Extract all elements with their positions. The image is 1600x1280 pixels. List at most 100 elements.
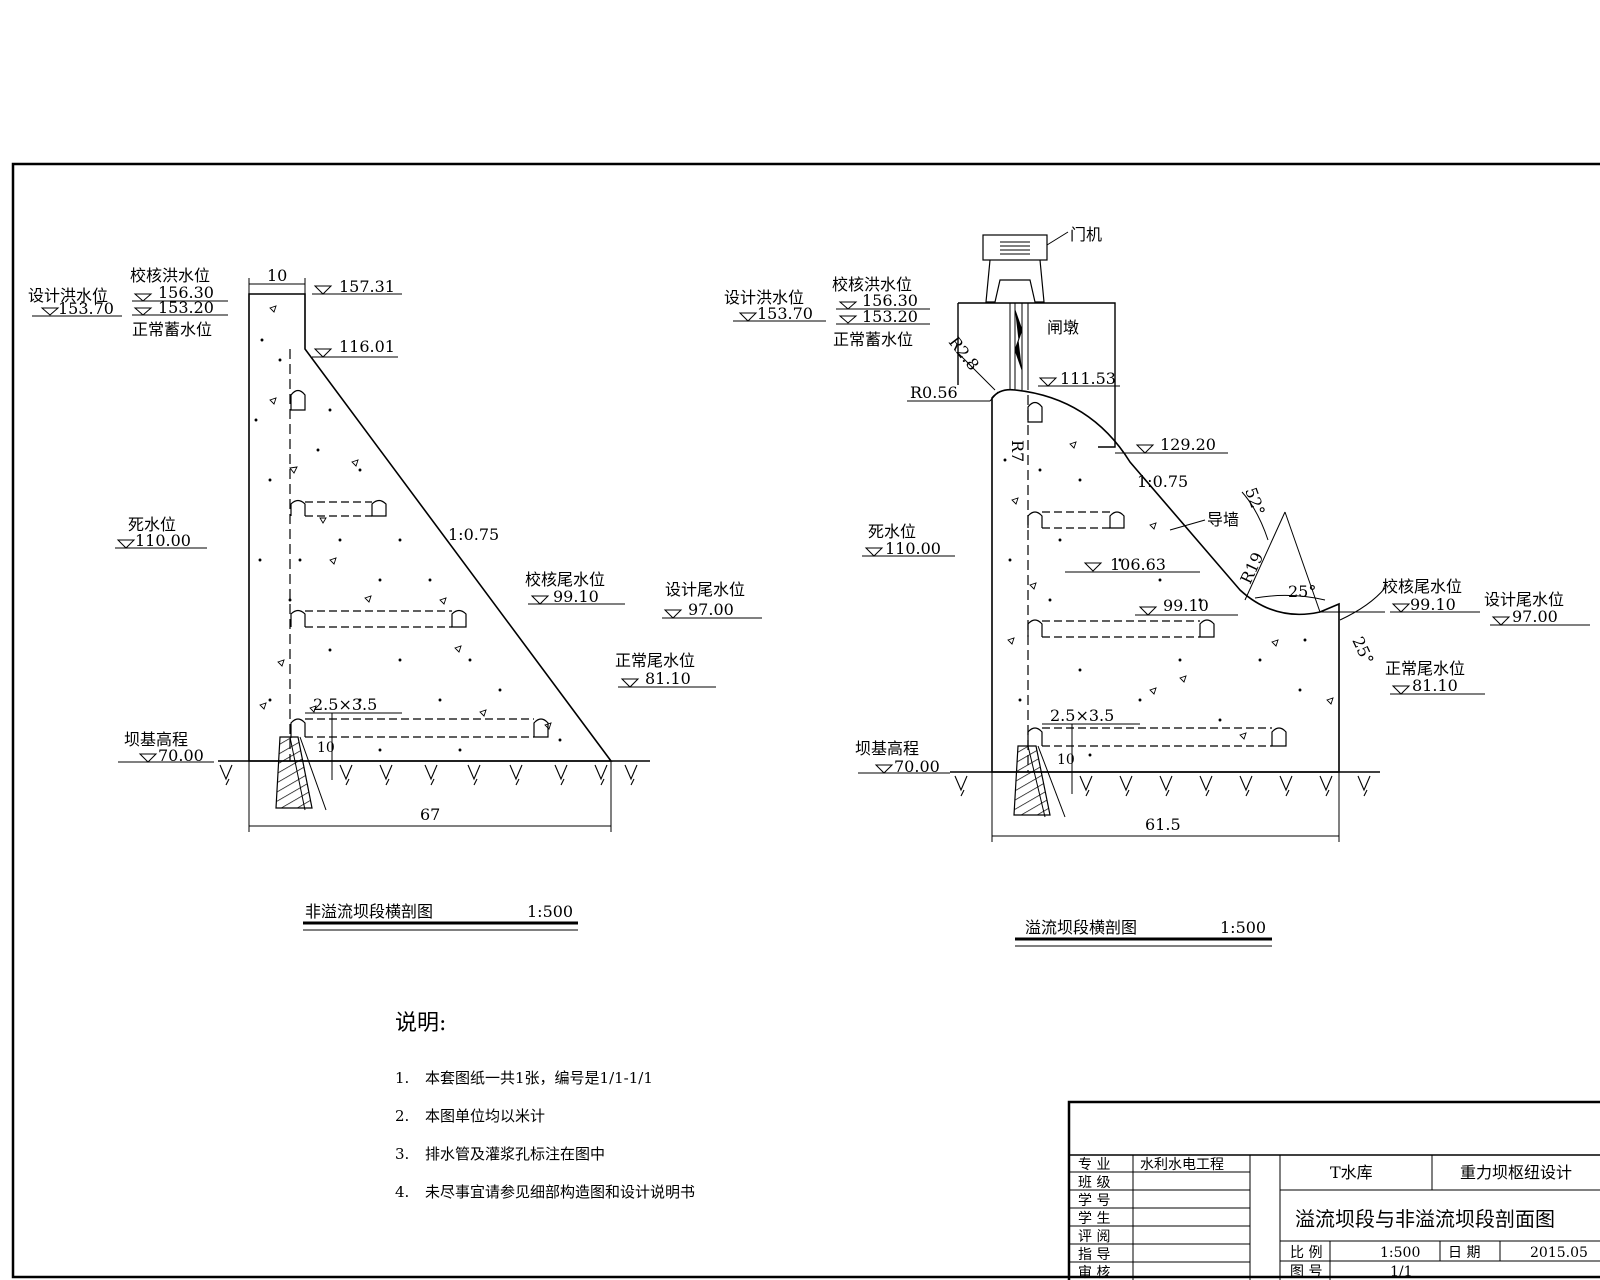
- tb-scale-value: 1:500: [1380, 1245, 1420, 1261]
- o-design-tail-elev: 97.00: [1512, 607, 1558, 626]
- overflow-galleries: [1027, 401, 1287, 747]
- title-block-text: 专 业 班 级 学 号 学 生 评 阅 指 导 审 核 水利水电工程 T水库 重…: [1078, 1157, 1588, 1280]
- check-tail-label: 校核尾水位: [525, 570, 605, 589]
- o-check-tail-elev: 99.10: [1410, 595, 1456, 614]
- gallery-dim: 10: [317, 740, 335, 756]
- gallery-size: 2.5×3.5: [313, 695, 377, 714]
- o-gallery-dim: 10: [1057, 752, 1075, 768]
- o-section-title: 溢流坝段横剖图: [1025, 918, 1137, 937]
- tb-sheet-label: 图 号: [1290, 1264, 1322, 1280]
- note-item: 4. 未尽事宜请参见细部构造图和设计说明书: [395, 1173, 955, 1211]
- o-dead-level-elev: 110.00: [885, 539, 941, 558]
- note-text: 排水管及灌浆孔标注在图中: [425, 1145, 606, 1163]
- non-overflow-section: 10 157.31 116.01 校核洪水位 156.30 153.20 正常蓄…: [28, 266, 762, 931]
- notes-title: 说明:: [395, 1011, 447, 1036]
- note-text: 本套图纸一共1张，编号是1/1-1/1: [425, 1069, 653, 1087]
- overflow-section: 门机 闸墩 R2.8 R0.56 R7 52° R19 25° 25°: [724, 225, 1590, 947]
- o-base-label: 坝基高程: [855, 739, 919, 758]
- slope-ratio: 1:0.75: [448, 525, 499, 544]
- note-num: 3.: [395, 1145, 410, 1163]
- normal-tail-elev: 81.10: [645, 669, 691, 688]
- o-gallery-size: 2.5×3.5: [1050, 706, 1114, 725]
- r-bucket: R19: [1236, 549, 1267, 586]
- o-design-tail-label: 设计尾水位: [1484, 590, 1564, 609]
- overflow-grout-curtain: [1013, 745, 1051, 816]
- angle-25b: 25°: [1348, 634, 1377, 668]
- tb-label-class: 班 级: [1078, 1175, 1110, 1191]
- note-text: 未尽事宜请参见细部构造图和设计说明书: [425, 1183, 696, 1201]
- o-normal-pool-label: 正常蓄水位: [833, 330, 913, 349]
- overflow-slope: 1:0.75: [1137, 472, 1188, 491]
- gantry-crane: [982, 234, 1048, 261]
- overflow-dam-body: [991, 388, 1340, 773]
- tb-label-advisor: 指 导: [1078, 1247, 1110, 1263]
- check-flood-elev: 156.30: [158, 283, 214, 302]
- concrete-texture-right: [1003, 441, 1334, 757]
- tb-label-approve: 审 核: [1078, 1265, 1110, 1280]
- dead-level-elev: 110.00: [135, 531, 191, 550]
- slope-start-elev-text: 116.01: [339, 337, 395, 356]
- r-upper: R2.8: [945, 333, 983, 374]
- tb-design-title: 重力坝枢纽设计: [1460, 1163, 1572, 1182]
- ground-symbols: [219, 764, 638, 786]
- base-label: 坝基高程: [124, 730, 188, 749]
- angle-25a: 25°: [1288, 582, 1316, 601]
- r-crest: R7: [1008, 440, 1027, 462]
- elev-mid: 106.63: [1110, 555, 1166, 574]
- r-small: R0.56: [910, 383, 958, 402]
- crest-width-text: 10: [267, 266, 287, 285]
- dead-level-label: 死水位: [128, 515, 176, 534]
- design-flood-elev: 153.70: [58, 299, 114, 318]
- o-design-flood-label: 设计洪水位: [724, 288, 804, 307]
- note-num: 1.: [395, 1069, 410, 1087]
- o-check-tail-label: 校核尾水位: [1382, 577, 1462, 596]
- section-scale: 1:500: [527, 902, 573, 921]
- slope-start-marker: [313, 348, 333, 358]
- tb-label-student: 学 生: [1078, 1211, 1110, 1227]
- pier-label: 闸墩: [1047, 318, 1079, 337]
- crest-width-dim: [248, 278, 306, 294]
- overflow-ground-symbols: [954, 775, 1371, 797]
- section-title: 非溢流坝段横剖图: [305, 902, 433, 921]
- base-elev: 70.00: [158, 746, 204, 765]
- tb-label-review: 评 阅: [1078, 1229, 1110, 1245]
- o-normal-tail-label: 正常尾水位: [1385, 659, 1465, 678]
- gantry-label: 门机: [1070, 225, 1102, 244]
- guide-wall-label: 导墙: [1207, 510, 1239, 529]
- tb-drawing-title: 溢流坝段与非溢流坝段剖面图: [1295, 1207, 1555, 1231]
- tb-major: 水利水电工程: [1140, 1157, 1224, 1173]
- o-base-elev: 70.00: [894, 757, 940, 776]
- note-item: 3. 排水管及灌浆孔标注在图中: [395, 1135, 955, 1173]
- non-overflow-dam-body: [248, 293, 613, 762]
- normal-tail-label: 正常尾水位: [615, 651, 695, 670]
- design-notes: 说明: 1.本套图纸一共1张，编号是1/1-1/1 2.本图单位均以米计 3.排…: [395, 1005, 955, 1211]
- note-num: 4.: [395, 1183, 410, 1201]
- crest-elev-text: 157.31: [339, 277, 395, 296]
- tb-label-major: 专 业: [1078, 1157, 1110, 1173]
- o-normal-pool-elev: 153.20: [862, 307, 918, 326]
- tb-date-label: 日 期: [1448, 1245, 1480, 1261]
- tb-project: T水库: [1330, 1163, 1373, 1182]
- concrete-texture: [254, 305, 562, 752]
- pier: [958, 302, 1116, 448]
- angle-52: 52°: [1241, 485, 1269, 518]
- title-block: [1067, 1100, 1600, 1280]
- galleries: [290, 389, 549, 738]
- design-tail-label: 设计尾水位: [665, 580, 745, 599]
- o-normal-tail-elev: 81.10: [1412, 676, 1458, 695]
- tb-date-value: 2015.05: [1530, 1245, 1588, 1261]
- grout-curtain: [275, 736, 313, 809]
- crest-elev: 111.53: [1060, 369, 1116, 388]
- design-flood-label: 设计洪水位: [28, 286, 108, 305]
- check-flood-label: 校核洪水位: [130, 266, 210, 285]
- o-base-width: 61.5: [1145, 815, 1181, 834]
- o-section-scale: 1:500: [1220, 918, 1266, 937]
- base-width: 67: [420, 805, 440, 824]
- drawing-frame: [11, 162, 1600, 1279]
- note-text: 本图单位均以米计: [425, 1107, 546, 1125]
- pier-elev: 129.20: [1160, 435, 1216, 454]
- o-dead-level-label: 死水位: [868, 522, 916, 541]
- o-check-flood-label: 校核洪水位: [832, 275, 912, 294]
- normal-pool-label: 正常蓄水位: [132, 320, 212, 339]
